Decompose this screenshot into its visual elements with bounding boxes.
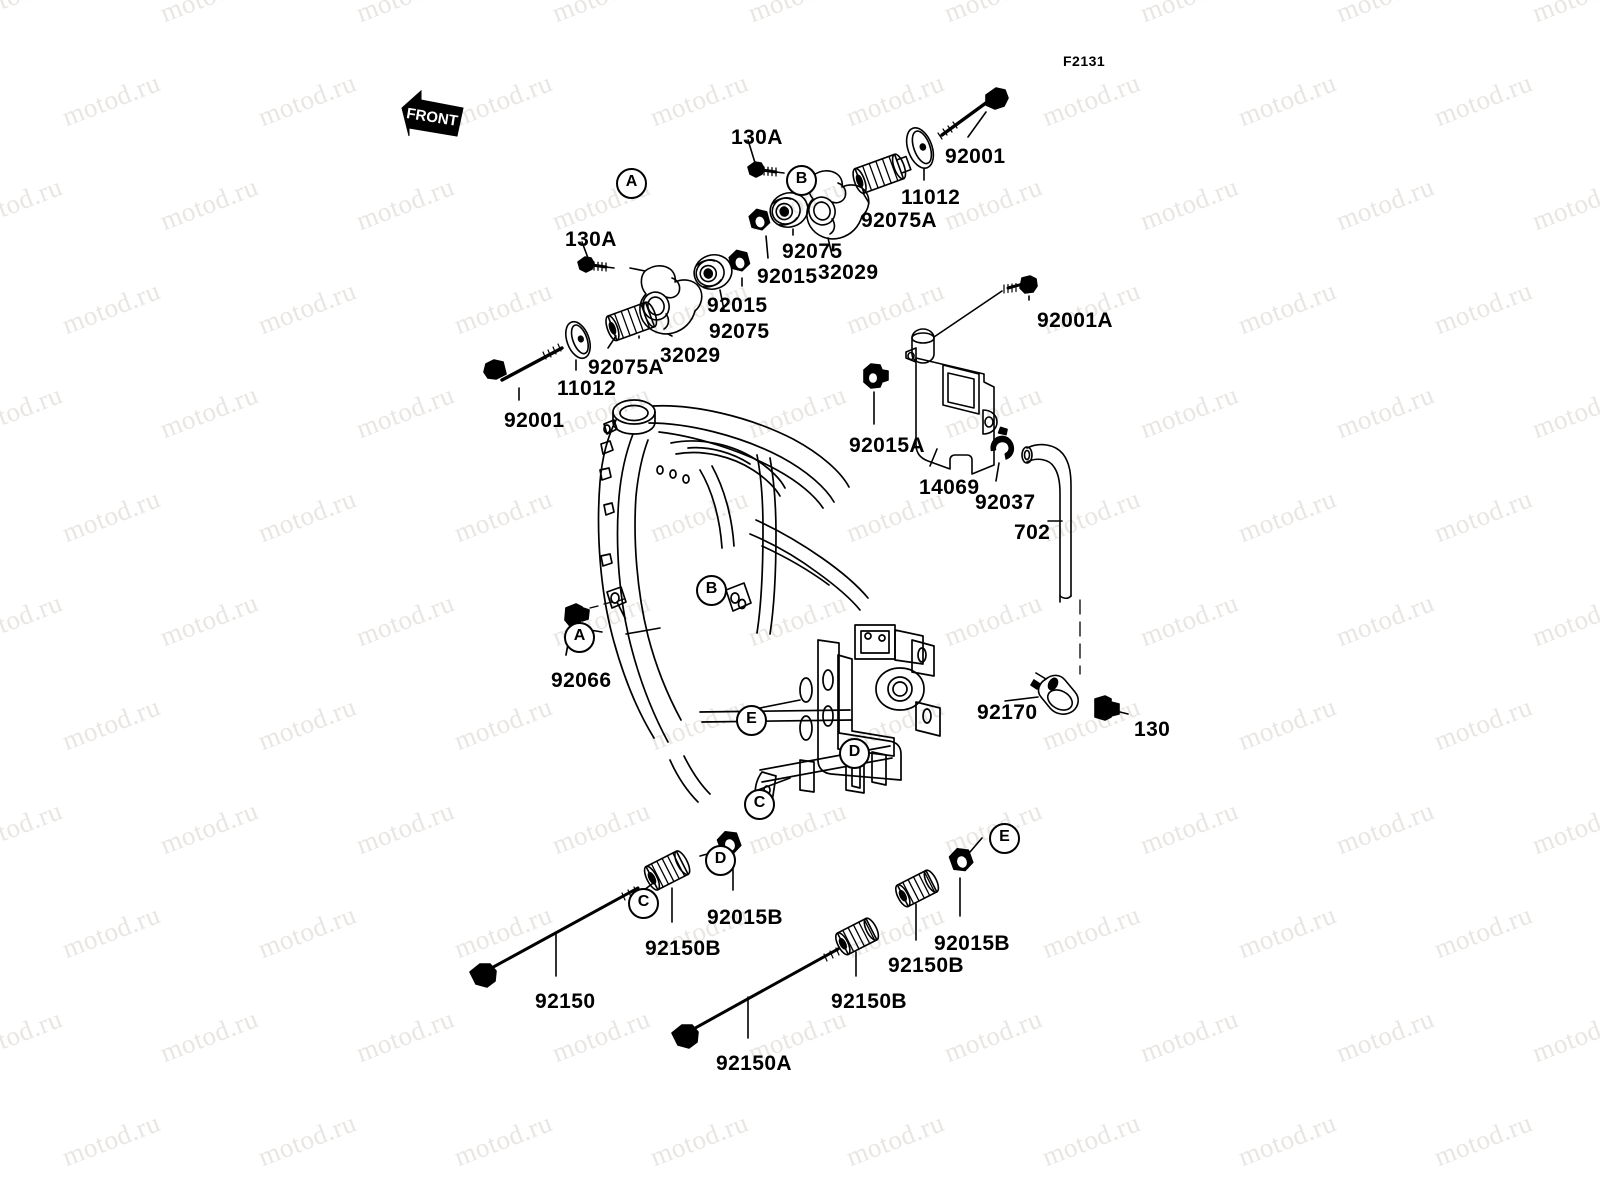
callout-a[interactable]: A	[564, 622, 595, 653]
part-label-130A[interactable]: 130A	[565, 228, 617, 251]
part-label-11012[interactable]: 11012	[557, 377, 617, 400]
part-label-92150B[interactable]: 92150B	[888, 954, 964, 977]
callout-d[interactable]: D	[705, 845, 736, 876]
callout-e[interactable]: E	[989, 823, 1020, 854]
bolt-92001A	[1003, 275, 1038, 301]
part-label-32029[interactable]: 32029	[660, 344, 721, 367]
callout-c[interactable]: C	[628, 888, 659, 919]
callout-b[interactable]: B	[786, 165, 817, 196]
callout-e[interactable]: E	[736, 705, 767, 736]
front-arrow-badge: FRONT	[401, 89, 464, 137]
mount-bolt-group-left	[469, 831, 742, 988]
part-label-92075[interactable]: 92075	[782, 240, 843, 263]
reservoir-assembly	[863, 275, 1081, 675]
part-label-92015[interactable]: 92015	[707, 294, 768, 317]
part-label-92150B[interactable]: 92150B	[831, 990, 907, 1013]
part-label-130A[interactable]: 130A	[731, 126, 783, 149]
part-label-92066[interactable]: 92066	[551, 669, 612, 692]
part-label-92075A[interactable]: 92075A	[861, 209, 937, 232]
clamp-92170	[1004, 672, 1129, 721]
mount-bolt-group-right	[671, 837, 983, 1049]
part-label-32029[interactable]: 32029	[818, 261, 879, 284]
part-label-92001[interactable]: 92001	[504, 409, 565, 432]
part-label-92150B[interactable]: 92150B	[645, 937, 721, 960]
part-label-92015A[interactable]: 92015A	[849, 434, 925, 457]
bolt-92066	[564, 603, 590, 627]
part-label-92015B[interactable]: 92015B	[934, 932, 1010, 955]
diagram-code: F2131	[1063, 53, 1106, 69]
part-label-92001[interactable]: 92001	[945, 145, 1006, 168]
motorcycle-frame	[564, 399, 941, 803]
part-label-92170[interactable]: 92170	[977, 701, 1038, 724]
callout-c[interactable]: C	[744, 789, 775, 820]
part-label-14069[interactable]: 14069	[919, 476, 980, 499]
part-label-92037[interactable]: 92037	[975, 491, 1036, 514]
bolt-92001-upper	[937, 87, 1009, 140]
part-label-92150A[interactable]: 92150A	[716, 1052, 792, 1075]
callout-a[interactable]: A	[616, 168, 647, 199]
hose-702	[1021, 443, 1072, 603]
part-label-92015B[interactable]: 92015B	[707, 906, 783, 929]
part-label-92015[interactable]: 92015	[757, 265, 818, 288]
callout-b[interactable]: B	[696, 575, 727, 606]
upper-pivot-assembly	[747, 87, 1009, 259]
bolt-92001-lower	[483, 343, 564, 382]
part-label-92001A[interactable]: 92001A	[1037, 309, 1113, 332]
lower-pivot-assembly	[483, 241, 751, 401]
part-label-702[interactable]: 702	[1014, 521, 1051, 544]
callout-d[interactable]: D	[839, 738, 870, 769]
part-label-130[interactable]: 130	[1134, 718, 1171, 741]
part-label-92075A[interactable]: 92075A	[588, 356, 664, 379]
part-label-92075[interactable]: 92075	[709, 320, 770, 343]
part-label-92150[interactable]: 92150	[535, 990, 596, 1013]
part-label-11012[interactable]: 11012	[901, 186, 961, 209]
